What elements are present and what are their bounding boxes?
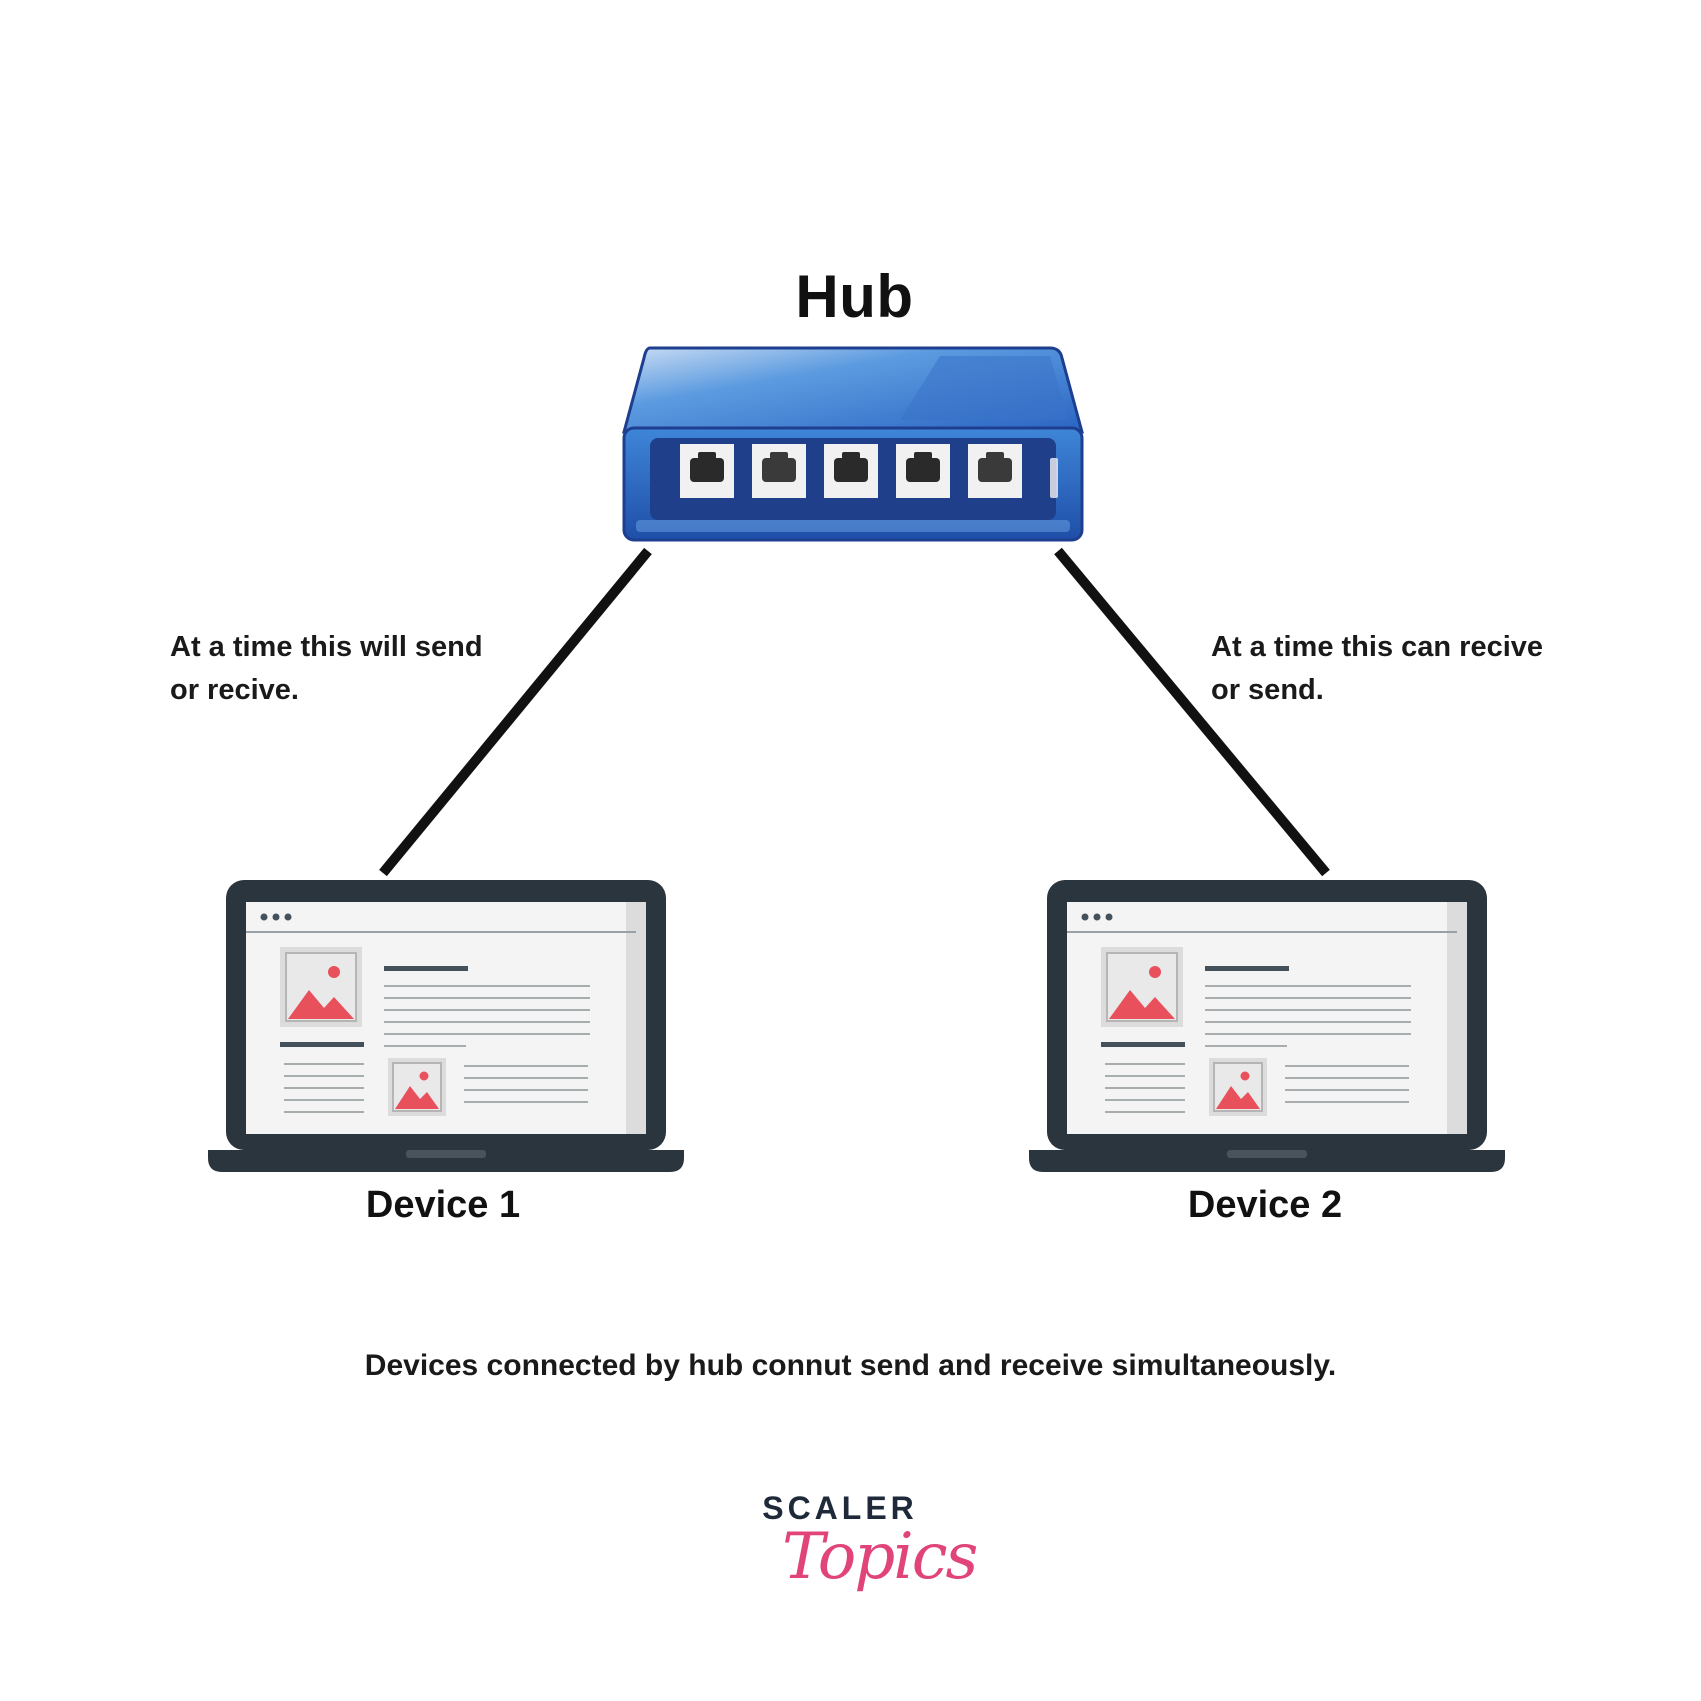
hub-title: Hub bbox=[0, 262, 1701, 331]
note-device2-line1: At a time this can recive bbox=[1211, 631, 1544, 663]
note-device1-line2: or recive. bbox=[170, 674, 299, 706]
note-device2: At a time this can recive or send. bbox=[1211, 626, 1631, 712]
hub-port bbox=[968, 444, 1022, 498]
logo-scaler-text: SCALER bbox=[762, 1490, 918, 1526]
hub-port bbox=[824, 444, 878, 498]
device2-label: Device 2 bbox=[1187, 1184, 1343, 1226]
hub-title-text: Hub bbox=[795, 263, 914, 330]
note-device1-line1: At a time this will send bbox=[170, 631, 483, 663]
note-device1: At a time this will send or recive. bbox=[170, 626, 570, 712]
device1-laptop-icon bbox=[207, 879, 685, 1173]
device1-label: Device 1 bbox=[365, 1184, 521, 1226]
link-hub-device1 bbox=[379, 547, 652, 877]
hub-port bbox=[680, 444, 734, 498]
note-device2-line2: or send. bbox=[1211, 674, 1324, 706]
hub-port bbox=[752, 444, 806, 498]
diagram-caption: Devices connected by hub connut send and… bbox=[364, 1349, 1337, 1382]
hub-icon bbox=[622, 346, 1084, 542]
device2-laptop-icon bbox=[1028, 879, 1506, 1173]
link-hub-device2 bbox=[1054, 547, 1330, 877]
logo-topics-text: Topics bbox=[782, 1520, 978, 1594]
scaler-topics-logo: SCALER Topics bbox=[750, 1490, 978, 1630]
hub-port bbox=[896, 444, 950, 498]
